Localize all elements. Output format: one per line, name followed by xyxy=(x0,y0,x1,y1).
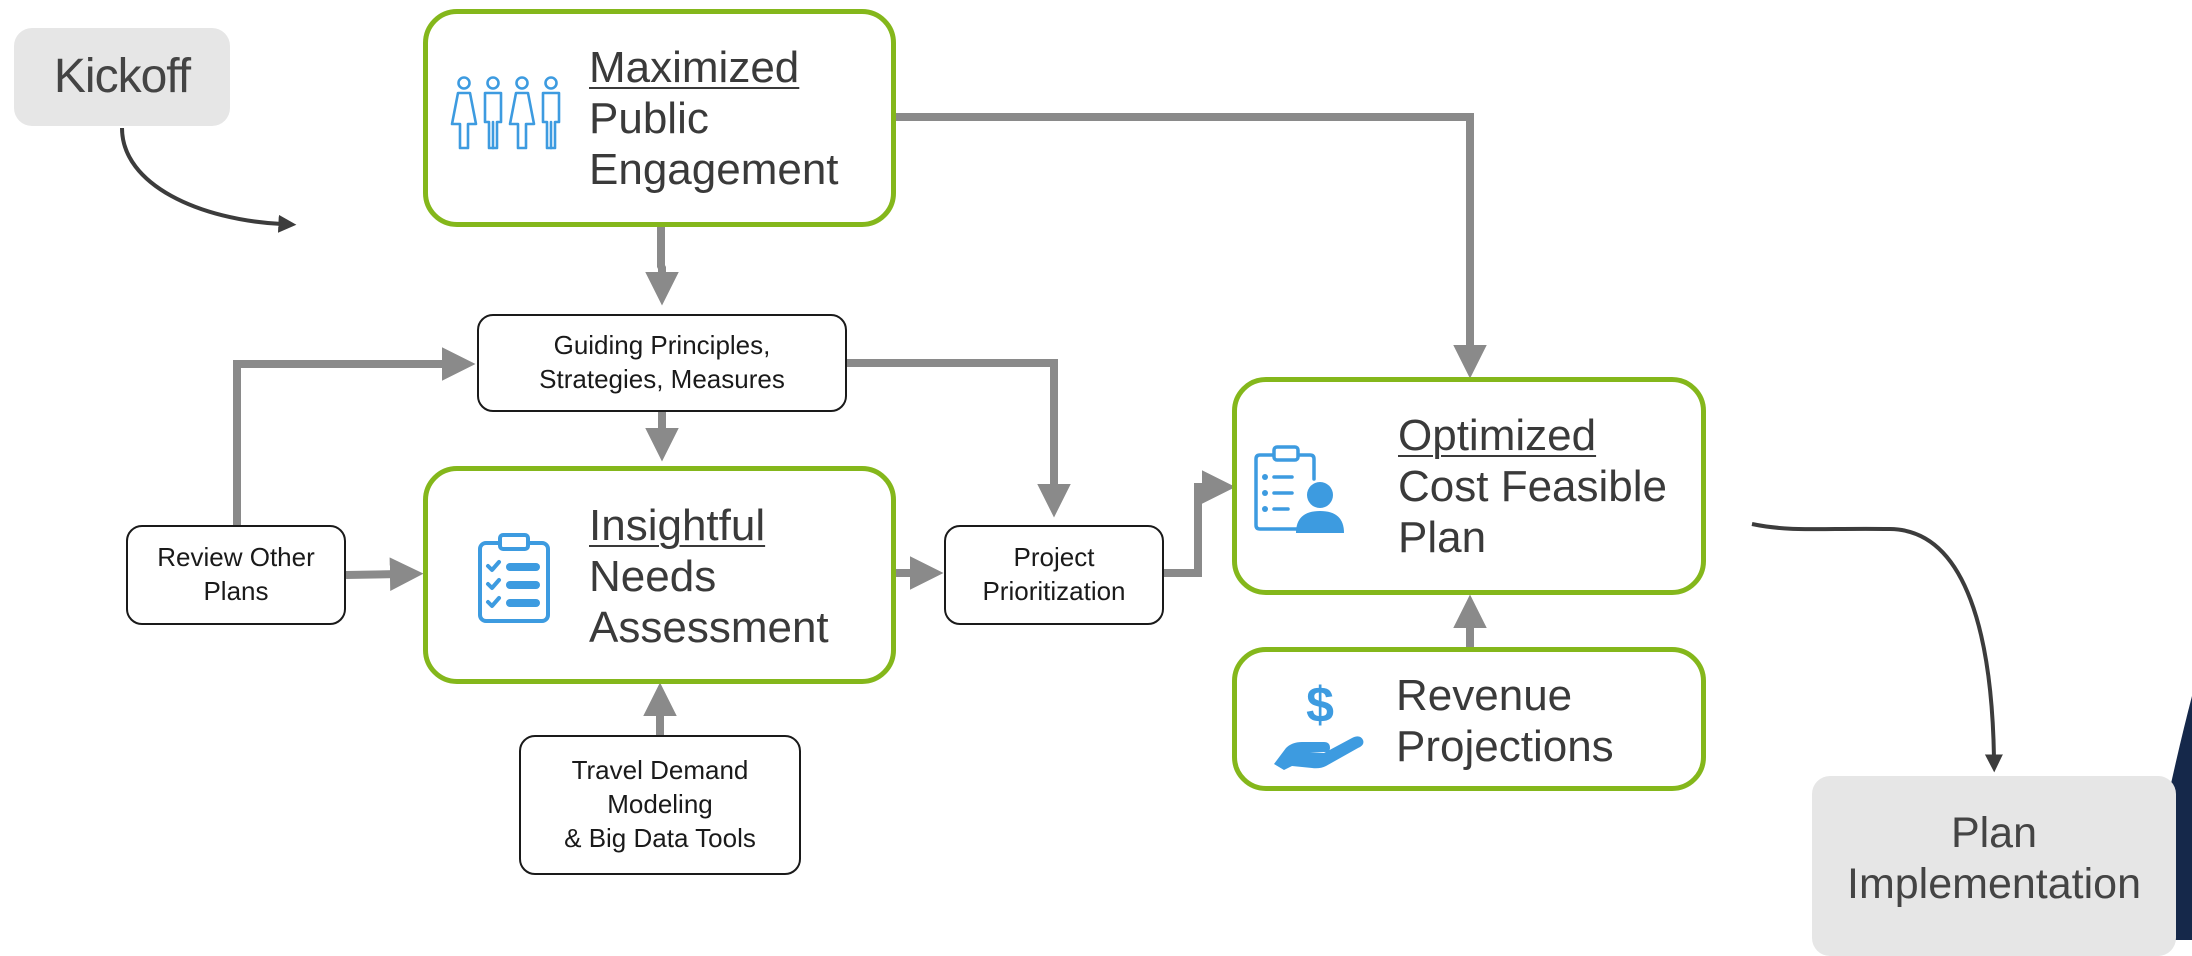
needs-box xyxy=(423,466,896,684)
needs-line2: Needs xyxy=(589,552,717,601)
revenue-line1: Revenue xyxy=(1396,671,1573,720)
principles-box: Guiding Principles, Strategies, Measures xyxy=(477,314,847,412)
engagement-title: Maximized Public Engagement xyxy=(589,42,839,195)
kickoff-box: Kickoff xyxy=(14,28,230,126)
prioritization-line2: Prioritization xyxy=(982,576,1126,606)
needs-emph: Insightful xyxy=(589,501,766,550)
engagement-emph: Maximized xyxy=(589,43,800,92)
kickoff-arrow xyxy=(120,127,297,233)
principles-line2: Strategies, Measures xyxy=(539,364,785,394)
revenue-line2: Projections xyxy=(1396,722,1614,771)
needs-title: Insightful Needs Assessment xyxy=(589,500,829,653)
review-line1: Review Other xyxy=(157,542,315,573)
engagement-line2: Public xyxy=(589,94,709,143)
clipboard-checklist-icon xyxy=(478,533,550,623)
modeling-box: Travel Demand Modeling & Big Data Tools xyxy=(519,735,801,875)
hand-dollar-icon: $ xyxy=(1274,677,1364,770)
implementation-box: Plan Implementation xyxy=(1812,776,2176,956)
modeling-line3: & Big Data Tools xyxy=(564,822,756,853)
principles-line1: Guiding Principles, xyxy=(553,330,771,361)
principles-to-prioritization-arrow xyxy=(847,359,1071,518)
review-line2: Plans xyxy=(203,576,269,606)
engagement-to-principles-arrow xyxy=(645,227,679,306)
costplan-emph: Optimized xyxy=(1398,411,1597,460)
clipboard-person-icon xyxy=(1254,445,1344,533)
svg-text:$: $ xyxy=(1306,677,1334,733)
kickoff-label: Kickoff xyxy=(53,50,191,104)
modeling-line2: Modeling xyxy=(607,789,713,820)
revenue-title: Revenue Projections xyxy=(1396,670,1614,772)
review-to-needs-arrow xyxy=(345,557,424,591)
modeling-line1: Travel Demand xyxy=(571,755,749,786)
needs-line3: Assessment xyxy=(589,603,829,652)
people-group-icon xyxy=(450,76,561,150)
prioritization-line1: Project xyxy=(1013,542,1095,573)
implementation-line2: Implementation xyxy=(1847,860,2141,908)
costplan-line2: Cost Feasible xyxy=(1398,462,1668,511)
review-box: Review Other Plans xyxy=(126,525,346,625)
costplan-title: Optimized Cost Feasible Plan xyxy=(1398,410,1667,563)
costplan-line3: Plan xyxy=(1398,513,1487,562)
review-to-principles-arrow xyxy=(233,347,476,525)
prioritization-box: Project Prioritization xyxy=(944,525,1164,625)
prioritization-to-costplan-arrow xyxy=(1164,470,1236,577)
engagement-line3: Engagement xyxy=(589,145,839,194)
implementation-line1: Plan xyxy=(1950,809,2038,857)
engagement-to-costplan-arrow xyxy=(896,113,1487,379)
implementation-arrow xyxy=(1751,522,2003,773)
